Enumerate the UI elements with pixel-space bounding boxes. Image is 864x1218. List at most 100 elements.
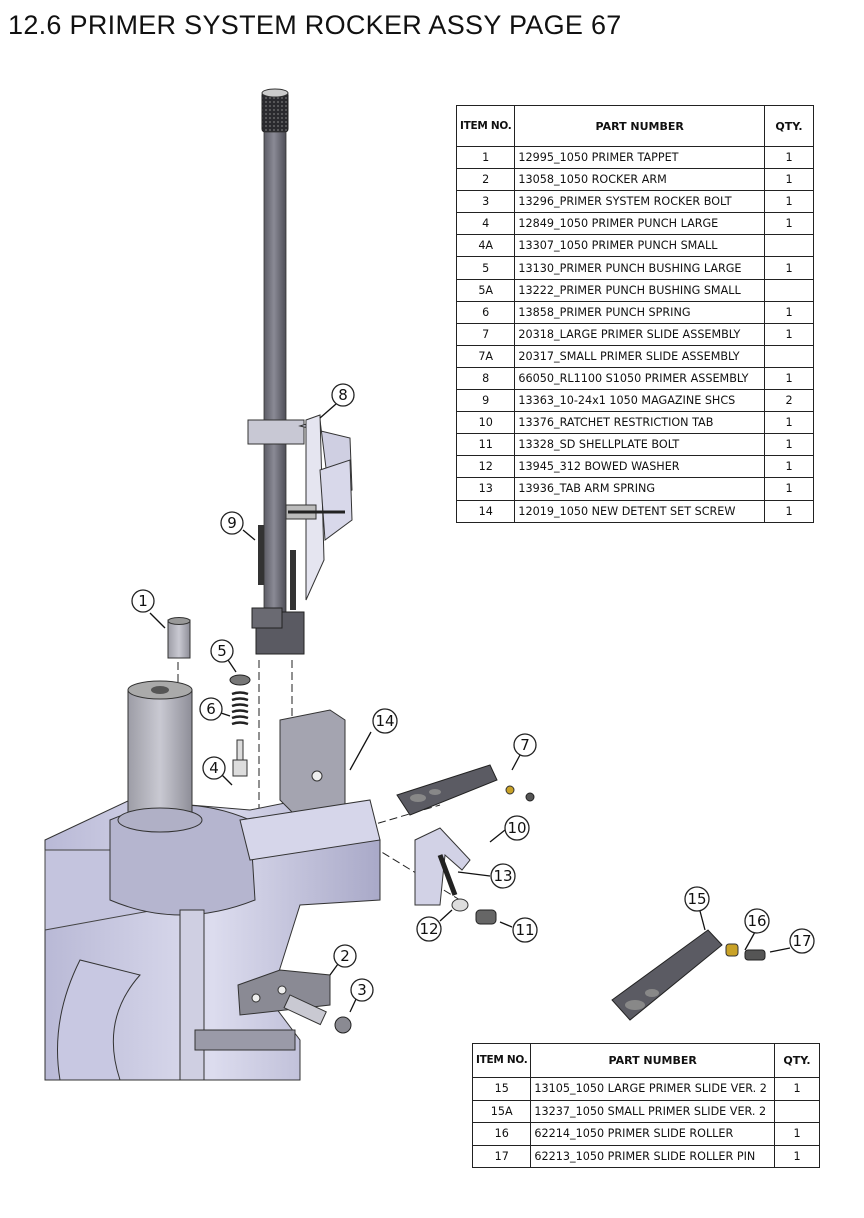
column-header-item-no: ITEM NO. [455, 105, 516, 147]
rocker-arm-part [237, 969, 352, 1034]
qty-cell: 2 [764, 389, 814, 413]
callout-1: 1 [131, 589, 155, 613]
primer-assembly-part [247, 414, 353, 655]
column-header-part-number: PART NUMBER [530, 1043, 775, 1078]
part-number-cell: 13130_PRIMER PUNCH BUSHING LARGE [514, 256, 765, 280]
item-no-cell: 7A [455, 344, 516, 368]
item-no-cell: 14 [455, 499, 516, 523]
column-header-qty: QTY. [774, 1043, 820, 1078]
part-number-cell: 13363_10-24x1 1050 MAGAZINE SHCS [514, 389, 765, 413]
item-no-cell: 11 [455, 433, 516, 457]
callout-8: 8 [331, 383, 355, 407]
item-no-cell: 4A [455, 234, 516, 258]
table-header-row: ITEM NO. PART NUMBER QTY. [455, 105, 814, 147]
punch-parts [229, 674, 251, 777]
item-no-cell: 12 [455, 455, 516, 479]
primer-slide-v2-part [611, 929, 766, 1021]
item-no-cell: 2 [455, 168, 516, 192]
item-no-cell: 8 [455, 366, 516, 391]
part-number-cell: 13058_1050 ROCKER ARM [514, 168, 765, 192]
part-number-cell: 13376_RATCHET RESTRICTION TAB [514, 411, 765, 435]
callout-number: 6 [206, 700, 216, 718]
part-number-cell: 12019_1050 NEW DETENT SET SCREW [514, 499, 765, 523]
primer-slide-part [396, 764, 535, 816]
part-number-cell: 13237_1050 SMALL PRIMER SLIDE VER. 2 [530, 1099, 775, 1123]
callout-17: 17 [789, 928, 815, 954]
callout-number: 5 [217, 642, 227, 660]
item-no-cell: 6 [455, 300, 516, 324]
page-title: 12.6 PRIMER SYSTEM ROCKER ASSY PAGE 67 [8, 10, 622, 40]
qty-cell: 1 [764, 256, 814, 280]
qty-cell [764, 234, 814, 258]
magazine-tube [261, 88, 289, 633]
callout-number: 2 [340, 947, 350, 965]
callout-number: 9 [227, 514, 237, 532]
callout-4: 4 [202, 756, 226, 780]
item-no-cell: 13 [455, 477, 516, 501]
qty-cell: 1 [764, 366, 814, 391]
callout-number: 11 [515, 921, 534, 939]
qty-cell: 1 [764, 433, 814, 457]
qty-cell [764, 344, 814, 368]
part-number-cell: 20317_SMALL PRIMER SLIDE ASSEMBLY [514, 344, 765, 368]
column-header-part-number: PART NUMBER [514, 105, 765, 147]
callout-12: 12 [416, 916, 442, 942]
part-number-cell: 62214_1050 PRIMER SLIDE ROLLER [530, 1122, 775, 1146]
qty-cell: 1 [764, 190, 814, 214]
callout-number: 4 [209, 759, 219, 777]
qty-cell [764, 278, 814, 302]
part-number-cell: 13105_1050 LARGE PRIMER SLIDE VER. 2 [530, 1077, 775, 1101]
callout-number: 16 [747, 912, 766, 930]
qty-cell: 1 [764, 499, 814, 523]
qty-cell: 1 [764, 145, 814, 170]
callout-16: 16 [744, 908, 770, 934]
qty-cell [774, 1099, 820, 1123]
callout-number: 12 [419, 920, 438, 938]
callout-15: 15 [684, 886, 710, 912]
column-header-item-no: ITEM NO. [471, 1043, 532, 1078]
item-no-cell: 5 [455, 256, 516, 280]
callout-6: 6 [199, 697, 223, 721]
callout-5: 5 [210, 639, 234, 663]
primer-tappet-part [167, 617, 191, 659]
callout-number: 13 [493, 867, 512, 885]
qty-cell: 1 [764, 411, 814, 435]
callout-number: 10 [507, 819, 526, 837]
item-no-cell: 17 [471, 1144, 532, 1168]
callout-number: 8 [338, 386, 348, 404]
qty-cell: 1 [774, 1077, 820, 1101]
qty-cell: 1 [764, 168, 814, 192]
callout-2: 2 [333, 944, 357, 968]
item-no-cell: 16 [471, 1122, 532, 1146]
qty-cell: 1 [764, 477, 814, 501]
part-number-cell: 12995_1050 PRIMER TAPPET [514, 145, 765, 170]
callout-number: 17 [792, 932, 811, 950]
item-no-cell: 1 [455, 145, 516, 170]
callout-number: 15 [687, 890, 706, 908]
callout-13: 13 [490, 863, 516, 889]
part-number-cell: 13945_312 BOWED WASHER [514, 455, 765, 479]
callout-14: 14 [372, 708, 398, 734]
qty-cell: 1 [764, 322, 814, 346]
table-header-row: ITEM NO. PART NUMBER QTY. [471, 1043, 820, 1078]
part-number-cell: 13307_1050 PRIMER PUNCH SMALL [514, 234, 765, 258]
part-number-cell: 13858_PRIMER PUNCH SPRING [514, 300, 765, 324]
callout-7: 7 [513, 733, 537, 757]
callout-9: 9 [220, 511, 244, 535]
callout-10: 10 [504, 815, 530, 841]
callout-number: 7 [520, 736, 530, 754]
part-number-cell: 13936_TAB ARM SPRING [514, 477, 765, 501]
item-no-cell: 15A [471, 1099, 532, 1123]
